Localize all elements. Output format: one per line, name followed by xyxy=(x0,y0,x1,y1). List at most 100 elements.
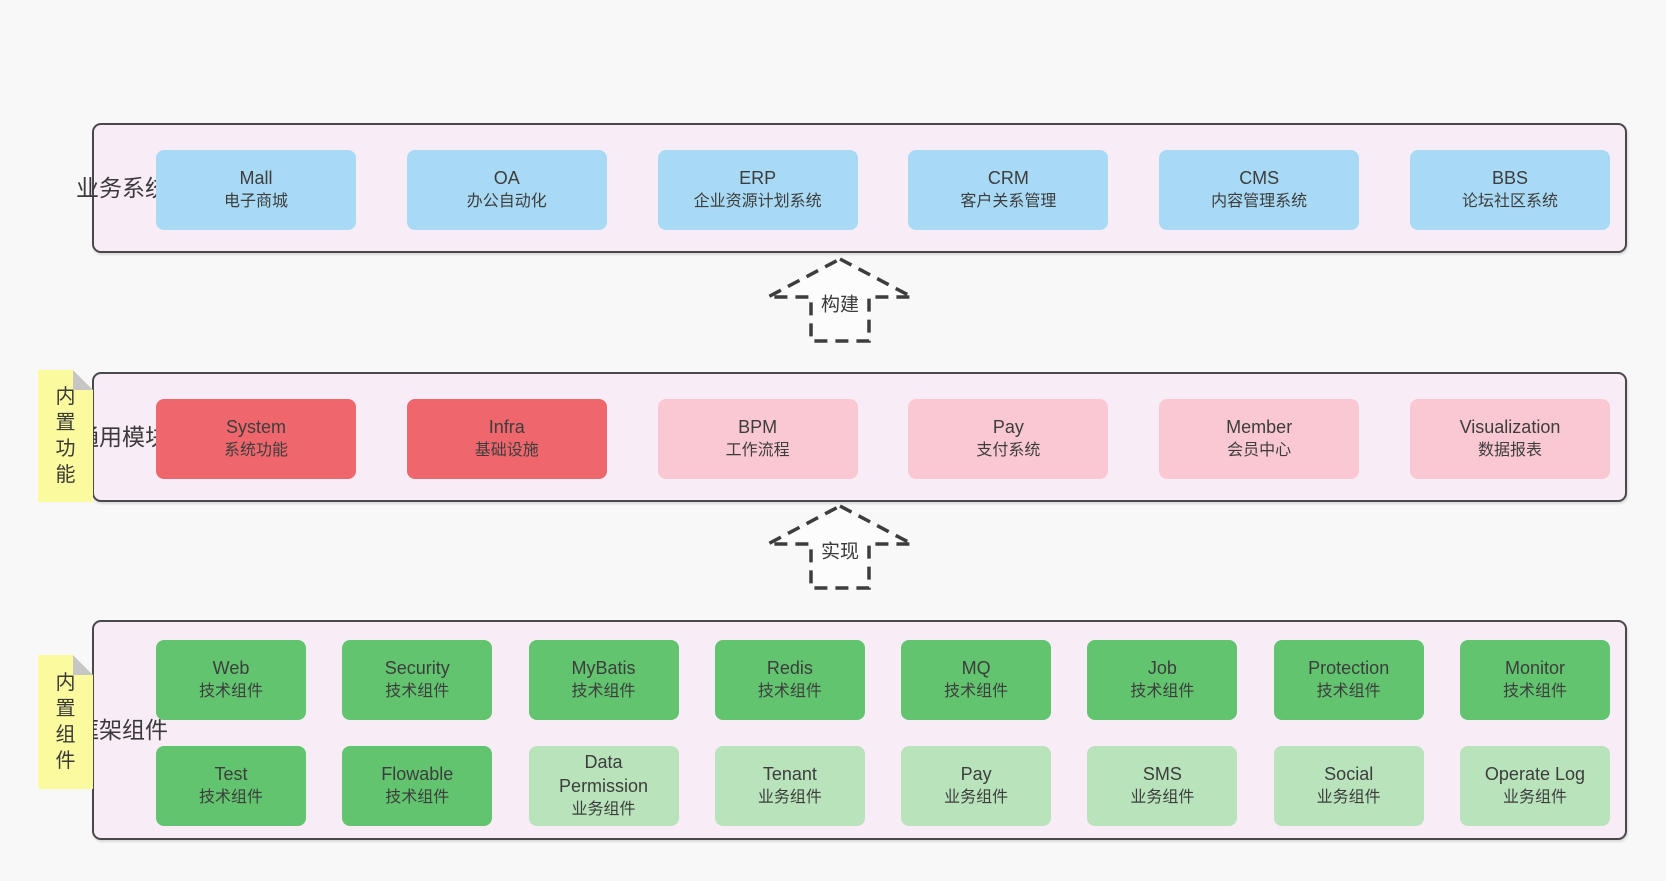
band-framework-components: 框架组件 Web技术组件Security技术组件MyBatis技术组件Redis… xyxy=(76,620,1627,840)
box-mybatis: MyBatis 技术组件 xyxy=(528,640,679,720)
box-title: Test xyxy=(214,764,248,784)
box-title: BBS xyxy=(1491,168,1528,188)
box-subtitle: 业务组件 xyxy=(571,801,636,818)
box-title: Mall xyxy=(239,168,273,188)
box-visualization: Visualization 数据报表 xyxy=(1409,399,1610,479)
vertical-label-char: 内 xyxy=(55,386,76,408)
box-title: ERP xyxy=(739,168,777,188)
band-components-label: 框架组件 xyxy=(76,622,168,838)
box-erp: ERP 企业资源计划系统 xyxy=(657,150,858,230)
vertical-label-char: 置 xyxy=(55,698,76,720)
box-title: BPM xyxy=(738,417,778,437)
box-subtitle: 系统功能 xyxy=(223,442,288,459)
box-subtitle: 内容管理系统 xyxy=(1211,193,1308,210)
vertical-label-char: 内 xyxy=(55,672,76,694)
box-mq: MQ 技术组件 xyxy=(901,640,1052,720)
arrow-implement: 实现 xyxy=(765,503,915,591)
box-title: MQ xyxy=(961,658,991,678)
box-web: Web 技术组件 xyxy=(156,640,306,720)
box-title: Protection xyxy=(1308,658,1390,678)
vertical-label-char: 组 xyxy=(122,717,145,743)
box-title: Flowable xyxy=(381,764,454,784)
box-title: Data Permission xyxy=(559,752,649,796)
box-title: Social xyxy=(1324,764,1374,784)
vertical-label-char: 功 xyxy=(55,438,76,460)
box-sms: SMS 业务组件 xyxy=(1087,746,1238,826)
box-subtitle: 业务组件 xyxy=(1502,789,1567,806)
box-title: Pay xyxy=(992,417,1024,437)
box-subtitle: 客户关系管理 xyxy=(960,193,1057,210)
box-subtitle: 业务组件 xyxy=(757,789,822,806)
vertical-label-char: 件 xyxy=(55,750,76,772)
vertical-label-char: 件 xyxy=(145,717,168,743)
box-redis: Redis 技术组件 xyxy=(714,640,865,720)
box-title: Operate Log xyxy=(1484,764,1585,784)
box-data-permission: Data Permission 业务组件 xyxy=(528,746,679,826)
box-oa: OA 办公自动化 xyxy=(406,150,607,230)
vertical-label-char: 业 xyxy=(76,175,99,201)
arrow-implement-label: 实现 xyxy=(817,536,863,564)
box-operate-log: Operate Log 业务组件 xyxy=(1459,746,1610,826)
box-pay: Pay 支付系统 xyxy=(908,399,1109,479)
box-bbs: BBS 论坛社区系统 xyxy=(1409,150,1610,230)
box-subtitle: 会员中心 xyxy=(1227,442,1292,459)
vertical-label-char: 用 xyxy=(99,424,122,450)
box-subtitle: 技术组件 xyxy=(385,683,450,700)
box-title: CRM xyxy=(987,168,1029,188)
box-subtitle: 技术组件 xyxy=(1502,683,1567,700)
band-modules-label: 通用模块 xyxy=(76,374,168,500)
box-subtitle: 论坛社区系统 xyxy=(1461,193,1558,210)
box-subtitle: 技术组件 xyxy=(571,683,636,700)
box-title: OA xyxy=(493,168,520,188)
box-title: Security xyxy=(384,658,450,678)
band-business-label: 业务系统 xyxy=(76,125,168,251)
box-subtitle: 技术组件 xyxy=(198,789,263,806)
vertical-label-char: 模 xyxy=(122,424,145,450)
box-title: SMS xyxy=(1142,764,1182,784)
box-subtitle: 电子商城 xyxy=(223,193,288,210)
box-job: Job 技术组件 xyxy=(1087,640,1238,720)
box-title: MyBatis xyxy=(571,658,636,678)
box-subtitle: 技术组件 xyxy=(1316,683,1381,700)
box-subtitle: 技术组件 xyxy=(1130,683,1195,700)
box-bpm: BPM 工作流程 xyxy=(657,399,858,479)
box-subtitle: 业务组件 xyxy=(944,789,1009,806)
vertical-label-char: 组 xyxy=(55,724,76,746)
box-subtitle: 数据报表 xyxy=(1477,442,1542,459)
sticky-note-builtin-components-label: 内置组件 xyxy=(56,670,76,774)
box-subtitle: 业务组件 xyxy=(1316,789,1381,806)
box-title: Member xyxy=(1226,417,1293,437)
vertical-label-char: 系 xyxy=(122,175,145,201)
box-title: Redis xyxy=(766,658,813,678)
box-title: System xyxy=(225,417,286,437)
sticky-note-builtin-features: 内置功能 xyxy=(38,370,93,502)
box-subtitle: 业务组件 xyxy=(1130,789,1195,806)
box-tenant: Tenant 业务组件 xyxy=(714,746,865,826)
box-title: Tenant xyxy=(762,764,817,784)
vertical-label-char: 务 xyxy=(99,175,122,201)
box-subtitle: 办公自动化 xyxy=(466,193,547,210)
box-mall: Mall 电子商城 xyxy=(156,150,356,230)
box-subtitle: 技术组件 xyxy=(757,683,822,700)
box-member: Member 会员中心 xyxy=(1159,399,1360,479)
box-subtitle: 工作流程 xyxy=(725,442,790,459)
box-title: Job xyxy=(1147,658,1177,678)
box-title: Web xyxy=(212,658,250,678)
box-subtitle: 技术组件 xyxy=(944,683,1009,700)
folded-corner-icon xyxy=(73,370,93,390)
box-title: Visualization xyxy=(1459,417,1561,437)
box-subtitle: 支付系统 xyxy=(976,442,1041,459)
box-security: Security 技术组件 xyxy=(342,640,493,720)
box-subtitle: 技术组件 xyxy=(198,683,263,700)
box-subtitle: 企业资源计划系统 xyxy=(693,193,822,210)
box-subtitle: 基础设施 xyxy=(474,442,539,459)
